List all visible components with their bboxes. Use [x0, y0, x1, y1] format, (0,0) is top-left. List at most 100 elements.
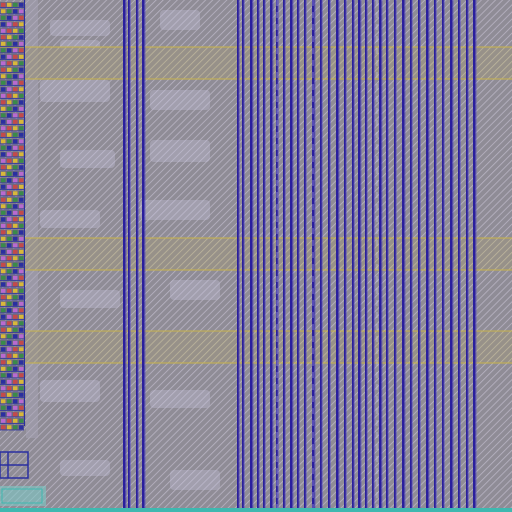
cell-device	[1, 197, 6, 202]
cell-device	[13, 80, 18, 85]
label-blob	[170, 470, 220, 490]
cell-device	[13, 327, 18, 332]
cell-device	[13, 249, 18, 254]
cell-row	[0, 372, 24, 378]
cell-device	[13, 74, 18, 79]
metal-line	[320, 0, 322, 508]
cell-device	[7, 425, 12, 430]
cell-device	[7, 61, 12, 66]
cell-device	[19, 288, 24, 293]
cell-device	[13, 269, 18, 274]
footer-rail	[0, 508, 512, 512]
cell-device	[19, 217, 24, 222]
cell-device	[1, 262, 6, 267]
cell-device	[1, 217, 6, 222]
cell-device	[19, 301, 24, 306]
cell-row	[0, 47, 24, 53]
cell-device	[19, 327, 24, 332]
cell-device	[19, 15, 24, 20]
cell-device	[19, 67, 24, 72]
cell-row	[0, 67, 24, 73]
cell-row	[0, 398, 24, 404]
cell-row	[0, 288, 24, 294]
label-blob	[60, 460, 110, 476]
cell-device	[7, 210, 12, 215]
metal-line	[250, 0, 253, 508]
cell-device	[13, 171, 18, 176]
cell-device	[13, 392, 18, 397]
cell-row	[0, 411, 24, 417]
cell-row	[0, 262, 24, 268]
cell-device	[1, 353, 6, 358]
metal-line	[142, 0, 145, 508]
cell-device	[7, 139, 12, 144]
cell-device	[13, 288, 18, 293]
cell-device	[1, 184, 6, 189]
cell-device	[13, 210, 18, 215]
cell-row	[0, 21, 24, 27]
cell-device	[13, 158, 18, 163]
cell-device	[13, 262, 18, 267]
cell-device	[19, 366, 24, 371]
cell-device	[19, 100, 24, 105]
metal-line	[450, 0, 453, 508]
cell-device	[13, 308, 18, 313]
cell-device	[7, 236, 12, 241]
io-pad-icon[interactable]	[0, 451, 46, 506]
label-blob	[40, 80, 110, 102]
cell-device	[1, 145, 6, 150]
cell-device	[13, 217, 18, 222]
cell-device	[19, 392, 24, 397]
cell-device	[7, 269, 12, 274]
cell-device	[7, 334, 12, 339]
cell-device	[13, 418, 18, 423]
cell-row	[0, 405, 24, 411]
cell-device	[19, 347, 24, 352]
cell-device	[1, 230, 6, 235]
cell-device	[7, 171, 12, 176]
cell-device	[13, 152, 18, 157]
cell-device	[13, 282, 18, 287]
cell-device	[7, 373, 12, 378]
cell-device	[13, 184, 18, 189]
cell-device	[19, 165, 24, 170]
cell-row	[0, 229, 24, 235]
cell-row	[0, 171, 24, 177]
cell-device	[19, 61, 24, 66]
metal-line	[442, 0, 444, 508]
cell-device	[7, 80, 12, 85]
cell-device	[1, 106, 6, 111]
cell-device	[1, 275, 6, 280]
cell-device	[1, 256, 6, 261]
standard-cell-column-icon[interactable]	[0, 0, 25, 431]
metal-line	[297, 0, 299, 508]
cell-device	[1, 249, 6, 254]
metal-line	[123, 0, 126, 508]
cell-device	[7, 113, 12, 118]
cell-device	[13, 223, 18, 228]
cell-device	[7, 48, 12, 53]
metal-line	[426, 0, 429, 508]
cell-device	[1, 165, 6, 170]
cell-device	[13, 145, 18, 150]
cell-row	[0, 314, 24, 320]
cell-device	[13, 106, 18, 111]
cell-row	[0, 119, 24, 125]
cell-row	[0, 184, 24, 190]
cell-device	[7, 100, 12, 105]
cell-row	[0, 138, 24, 144]
cell-device	[1, 399, 6, 404]
cell-device	[7, 366, 12, 371]
cell-device	[7, 243, 12, 248]
cell-row	[0, 353, 24, 359]
cell-row	[0, 340, 24, 346]
cell-device	[19, 139, 24, 144]
cell-device	[7, 295, 12, 300]
cell-device	[1, 405, 6, 410]
cell-device	[7, 353, 12, 358]
cell-row	[0, 112, 24, 118]
metal-line	[336, 0, 339, 508]
cell-device	[19, 22, 24, 27]
cell-device	[19, 418, 24, 423]
